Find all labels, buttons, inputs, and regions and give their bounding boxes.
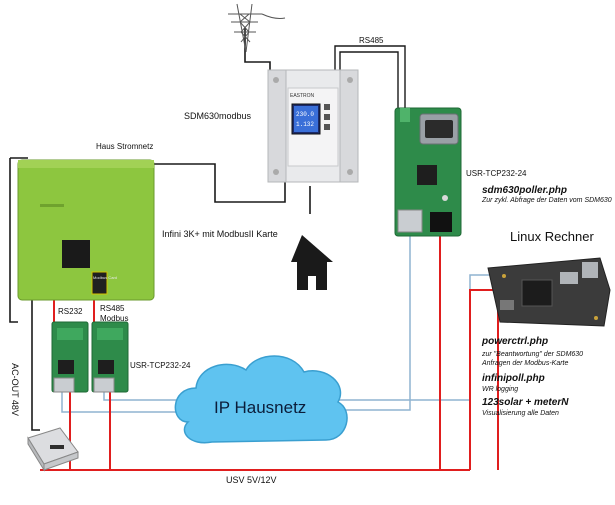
meter-reading-1: 230.0: [296, 111, 314, 118]
inverter-label: Infini 3K+ mit ModbusII Karte: [162, 229, 278, 239]
ac-out-label: AC-OUT 48V: [9, 363, 20, 416]
mains-lines: [9, 28, 311, 431]
modbus-card-label: Modbus Card: [93, 275, 118, 280]
rs232-label: RS232: [58, 307, 83, 316]
infinipoll-label: infinipoll.php: [482, 373, 545, 384]
house-icon: [291, 235, 333, 290]
sdm630poller-label: sdm630poller.php: [482, 185, 568, 196]
inverter-infini: [17, 159, 155, 301]
rs485-modbus-label-1: RS485: [100, 304, 125, 313]
powerctrl-description-1: zur "Beantwortung" der SDM630: [482, 351, 584, 358]
linux-label: Linux Rechner: [510, 229, 594, 244]
solar-description: Visualisierung alle Daten: [482, 410, 559, 417]
usr-board-bottom-1: [51, 321, 89, 393]
rs485-line: [334, 45, 406, 108]
sdm630-meter: [267, 69, 359, 183]
usv-label: USV 5V/12V: [226, 475, 277, 485]
powerctrl-description-2: Anfragen der Modbus-Karte: [482, 360, 569, 367]
usr-bottom-label: USR-TCP232-24: [130, 361, 191, 370]
meter-reading-2: 1.132: [296, 121, 314, 128]
network-label: IP Hausnetz: [214, 398, 307, 417]
ip-network-cloud: [174, 355, 348, 444]
usv-power-supply: [27, 427, 79, 472]
linux-computer-board: [487, 257, 611, 327]
usr-board-top: [394, 107, 462, 237]
powerctrl-label: powerctrl.php: [482, 336, 549, 347]
infinipoll-description: WR logging: [482, 386, 519, 393]
usr-top-label: USR-TCP232-24: [466, 169, 527, 178]
sdm630-label: SDM630modbus: [184, 111, 252, 121]
meter-brand: EASTRON: [290, 93, 315, 99]
solar-label: 123solar + meterN: [482, 397, 569, 408]
sdm630poller-description: Zur zykl. Abfrage der Daten vom SDM630: [482, 197, 612, 204]
haus-stromnetz-label: Haus Stromnetz: [96, 142, 154, 151]
rs485-modbus-label-2: Modbus: [100, 314, 129, 323]
rs485-top-label: RS485: [359, 36, 384, 45]
usr-board-bottom-2: [91, 321, 129, 393]
power-pylon-icon: [228, 3, 286, 53]
